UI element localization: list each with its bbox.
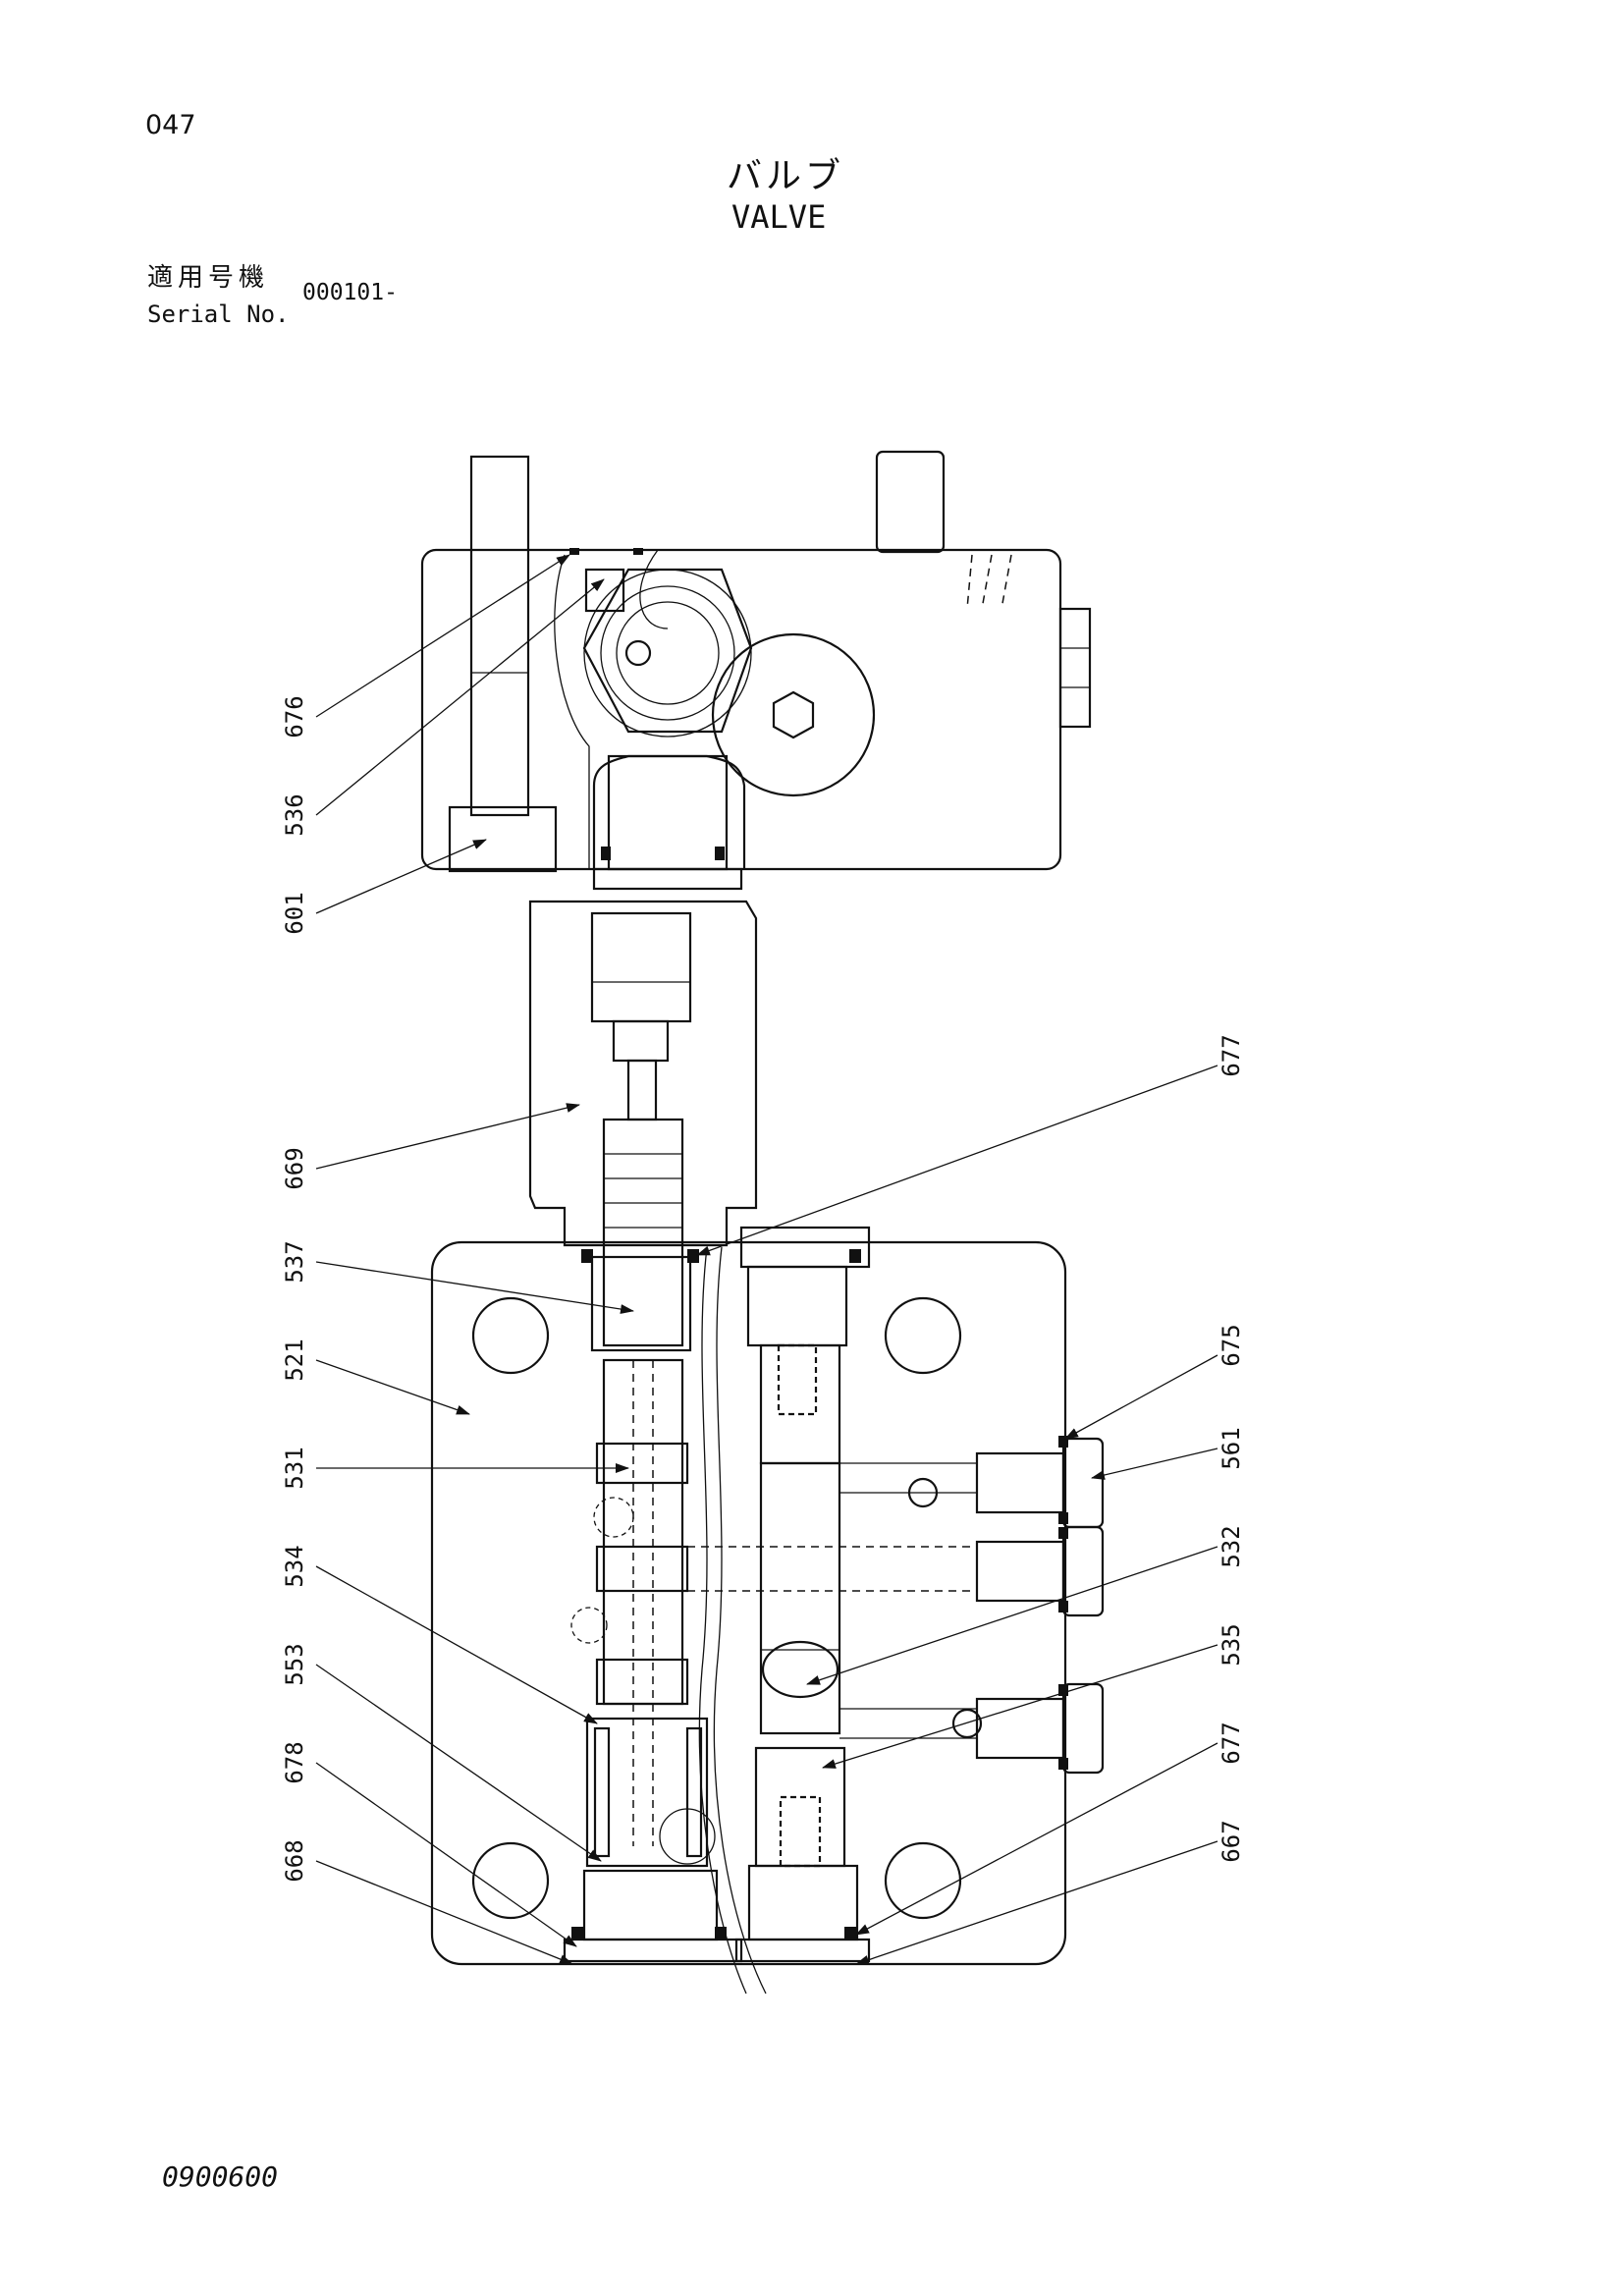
callout-677-bottom: 677	[1217, 1722, 1245, 1764]
middle-body-669	[528, 900, 758, 1347]
callout-561: 561	[1217, 1427, 1245, 1469]
callout-677-top: 677	[1217, 1034, 1245, 1076]
lower-valve-block-521	[430, 1226, 1105, 1995]
callout-537: 537	[281, 1240, 308, 1283]
serial-label-english: Serial No.	[147, 301, 290, 328]
serial-label-japanese: 適用号機	[147, 263, 270, 293]
title-english: VALVE	[731, 198, 827, 236]
callout-521: 521	[281, 1339, 308, 1381]
callout-676: 676	[281, 695, 308, 738]
document-code: 0900600	[162, 2160, 279, 2193]
leader-lines	[315, 554, 1218, 1965]
callout-535: 535	[1217, 1623, 1245, 1666]
callout-601: 601	[281, 892, 308, 934]
callout-labels: 676 536 601 669 537 521 531 534 553 678 …	[281, 695, 1245, 1882]
callout-553: 553	[281, 1643, 308, 1685]
upper-valve-body	[420, 450, 1092, 891]
callout-667: 667	[1217, 1820, 1245, 1862]
callout-532: 532	[1217, 1525, 1245, 1567]
page-number: 047	[145, 110, 196, 140]
callout-675: 675	[1217, 1324, 1245, 1366]
title-japanese: バルブ	[727, 156, 845, 196]
callout-669: 669	[281, 1147, 308, 1189]
serial-number-value: 000101-	[302, 280, 398, 305]
callout-534: 534	[281, 1545, 308, 1587]
callout-531: 531	[281, 1447, 308, 1489]
callout-678: 678	[281, 1741, 308, 1783]
callout-668: 668	[281, 1839, 308, 1882]
callout-536: 536	[281, 793, 308, 836]
